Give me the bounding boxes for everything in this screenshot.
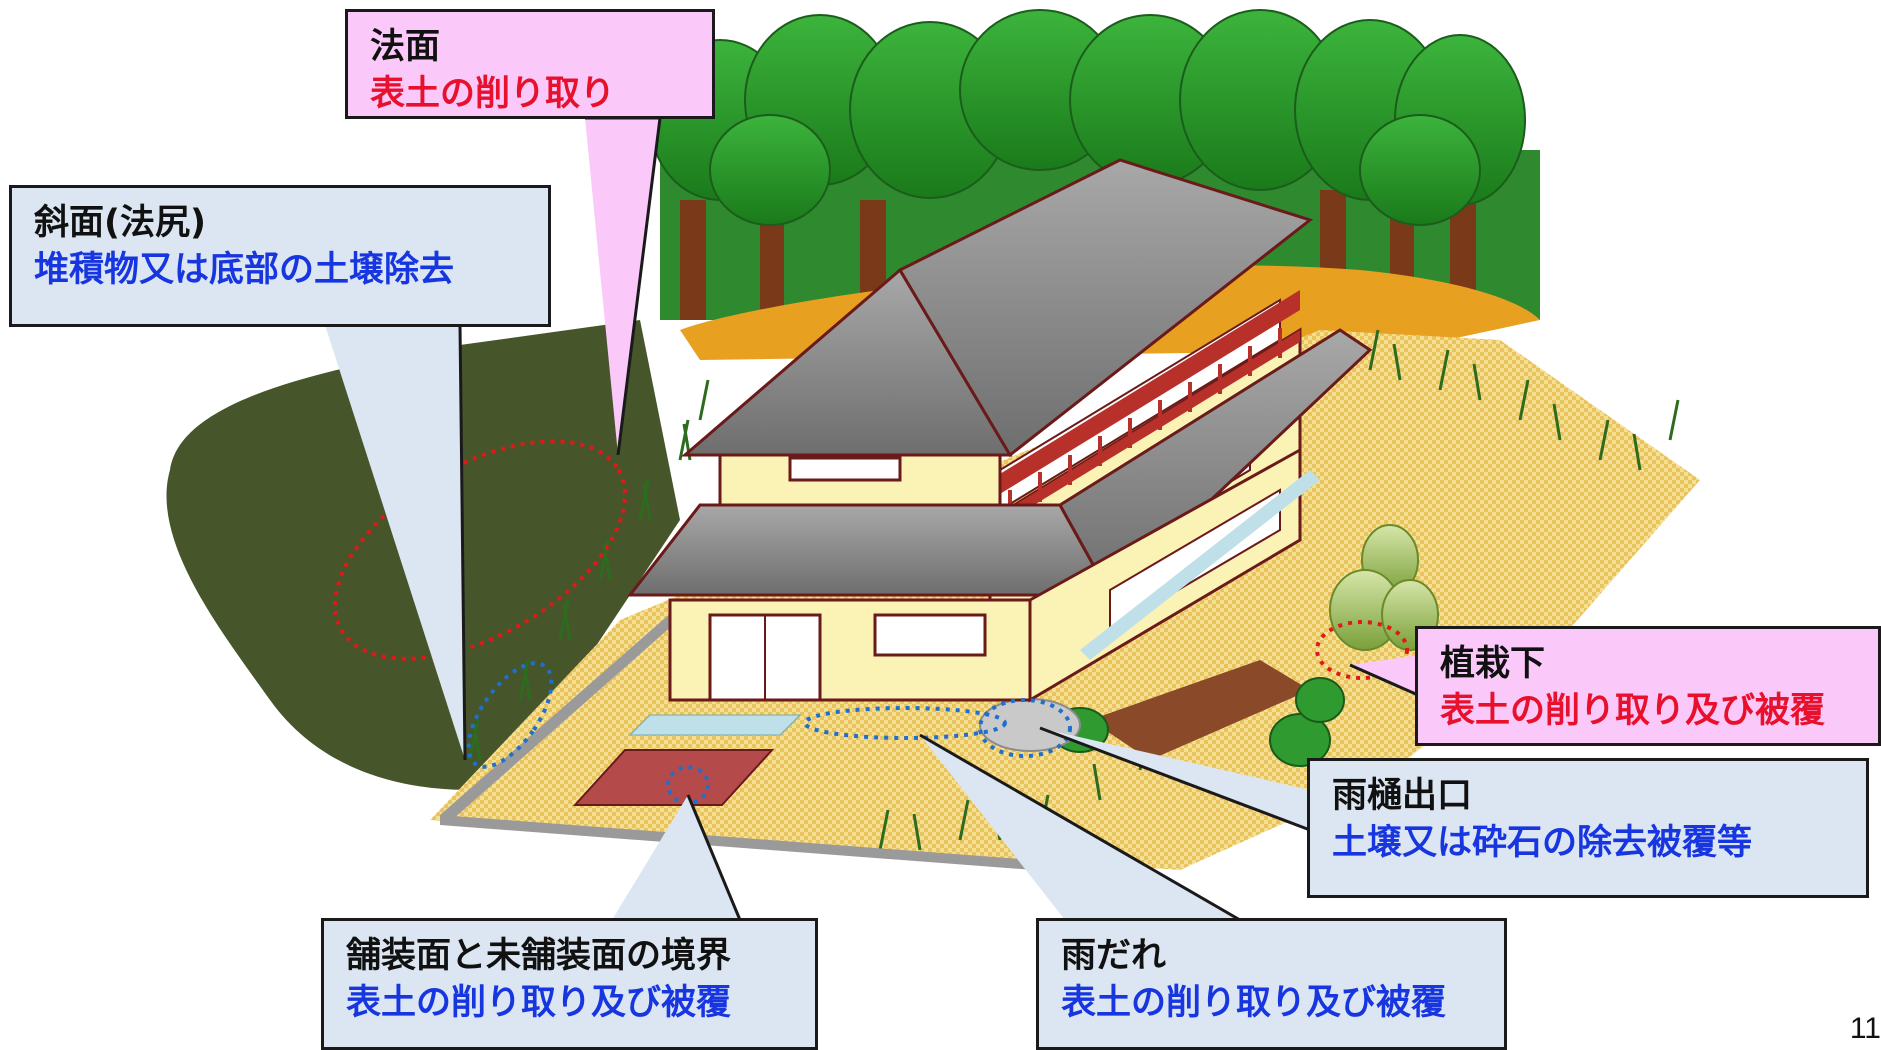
callout-shokusai-title: 植栽下 xyxy=(1440,644,1546,684)
garden-bed xyxy=(1090,660,1310,760)
callout-hoso-title: 舗装面と未舗装面の境界 xyxy=(346,936,732,976)
callout-nomen-title: 法面 xyxy=(370,27,441,67)
callout-shokusai-action: 表土の削り取り及び被覆 xyxy=(1440,691,1826,731)
rear-roof xyxy=(897,158,1314,458)
border-curb xyxy=(440,815,1100,875)
callout-shamen: 斜面(法尻) 堆積物又は底部の土壌除去 xyxy=(9,185,551,327)
callout-hoso: 舗装面と未舗装面の境界 表土の削り取り及び被覆 xyxy=(321,918,818,1050)
callout-shamen-title: 斜面(法尻) xyxy=(34,203,206,243)
callout-nomen-action: 表土の削り取り xyxy=(370,74,616,114)
callout-amadoi-action: 土壌又は砕石の除去被覆等 xyxy=(1332,823,1753,863)
lower-roof xyxy=(626,503,1113,597)
page-number: 11 xyxy=(1849,1012,1881,1045)
callout-nomen: 法面 表土の削り取り xyxy=(345,9,715,119)
callout-hoso-action: 表土の削り取り及び被覆 xyxy=(346,983,732,1023)
callout-amadare-action: 表土の削り取り及び被覆 xyxy=(1061,983,1447,1023)
callout-amadare-title: 雨だれ xyxy=(1061,936,1167,976)
house xyxy=(626,158,1373,736)
callout-shokusai: 植栽下 表土の削り取り及び被覆 xyxy=(1415,626,1881,746)
paved-pad xyxy=(572,749,775,806)
callout-amadoi-title: 雨樋出口 xyxy=(1332,776,1473,816)
callout-amadoi: 雨樋出口 土壌又は砕石の除去被覆等 xyxy=(1307,758,1869,898)
callout-amadare: 雨だれ 表土の削り取り及び被覆 xyxy=(1036,918,1507,1050)
blue-markers xyxy=(466,661,1072,805)
callout-shamen-action: 堆積物又は底部の土壌除去 xyxy=(34,250,455,290)
